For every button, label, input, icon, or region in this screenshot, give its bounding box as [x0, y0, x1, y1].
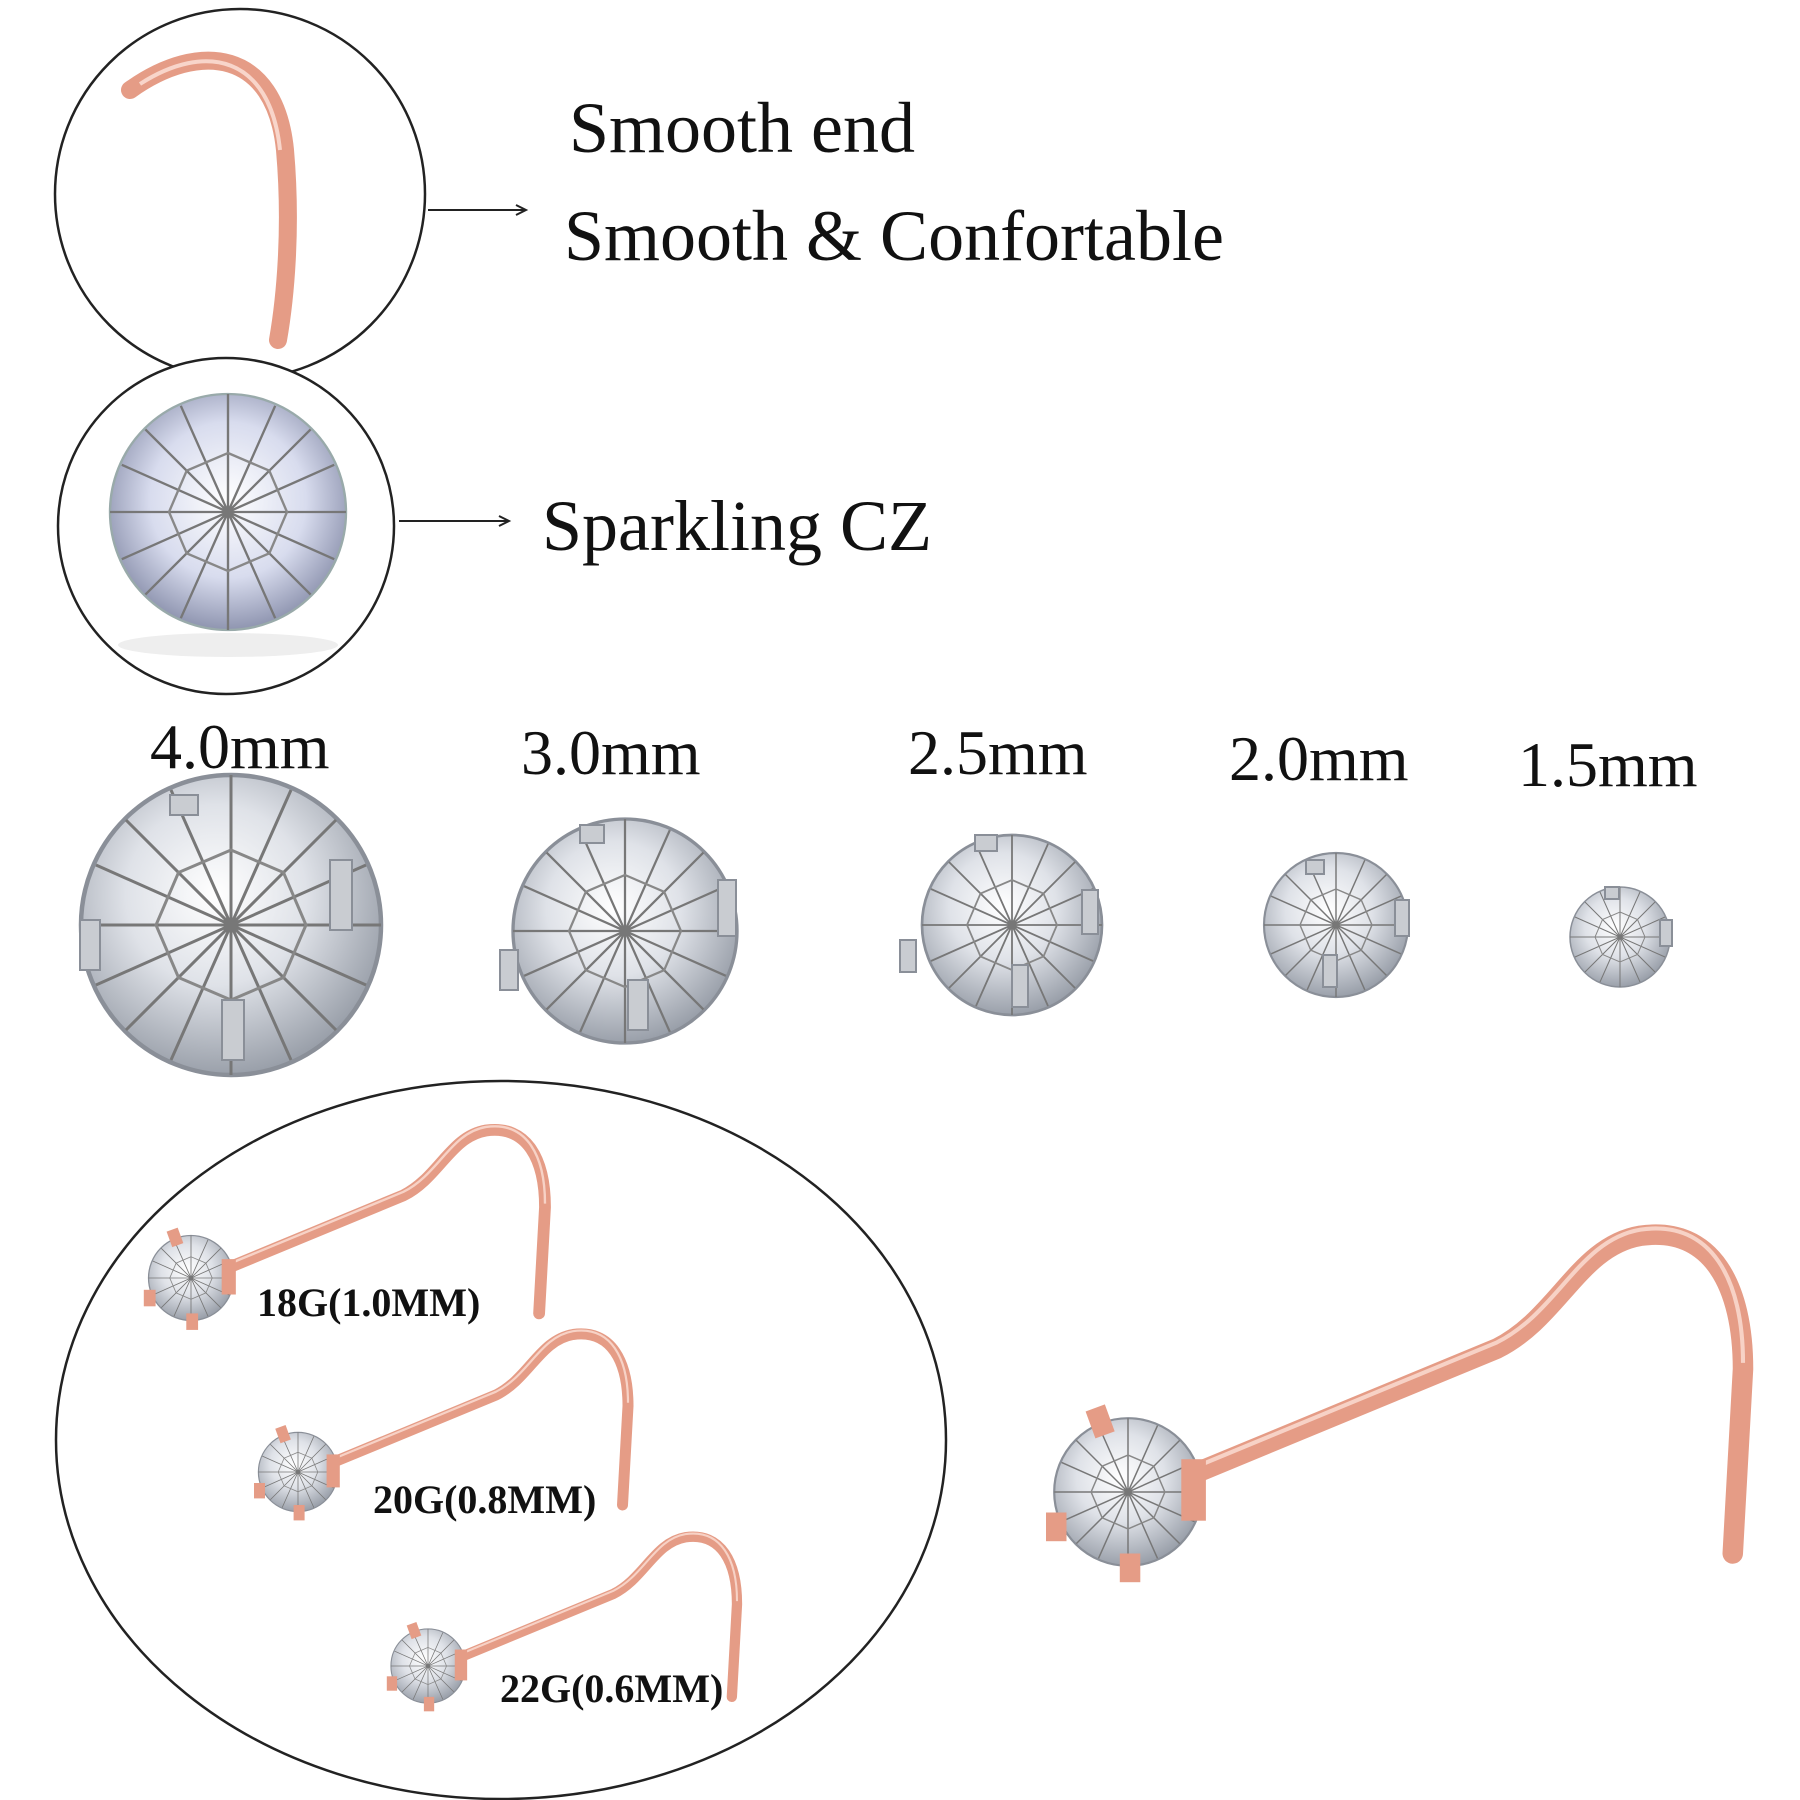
stone-1-5mm-image — [1570, 887, 1670, 987]
feature-smooth-end-subtitle: Smooth & Confortable — [564, 196, 1224, 276]
large-nose-pin-image — [1046, 1228, 1743, 1582]
smooth-end-closeup-icon — [53, 7, 427, 381]
size-label-2-0mm: 2.0mm — [1229, 723, 1409, 794]
prongs — [79, 794, 1673, 1061]
stone-3-0mm-image — [513, 819, 737, 1043]
feature-sparkling-cz: Sparkling CZ — [542, 486, 932, 566]
size-label-2-5mm: 2.5mm — [908, 717, 1088, 788]
size-label-1-5mm: 1.5mm — [1518, 729, 1698, 800]
size-label-3-0mm: 3.0mm — [521, 717, 701, 788]
arrow-icon — [428, 204, 529, 216]
gauge-callout-outline — [54, 1079, 948, 1800]
gauge-label-18g: 18G(1.0MM) — [257, 1280, 481, 1325]
feature-smooth-end-title: Smooth end — [569, 88, 916, 168]
size-label-4-0mm: 4.0mm — [150, 711, 330, 782]
gauge-label-22g: 22G(0.6MM) — [500, 1666, 724, 1711]
arrow-icon — [399, 515, 512, 527]
gauge-label-20g: 20G(0.8MM) — [373, 1477, 597, 1522]
cz-stone-closeup-icon — [56, 356, 396, 696]
